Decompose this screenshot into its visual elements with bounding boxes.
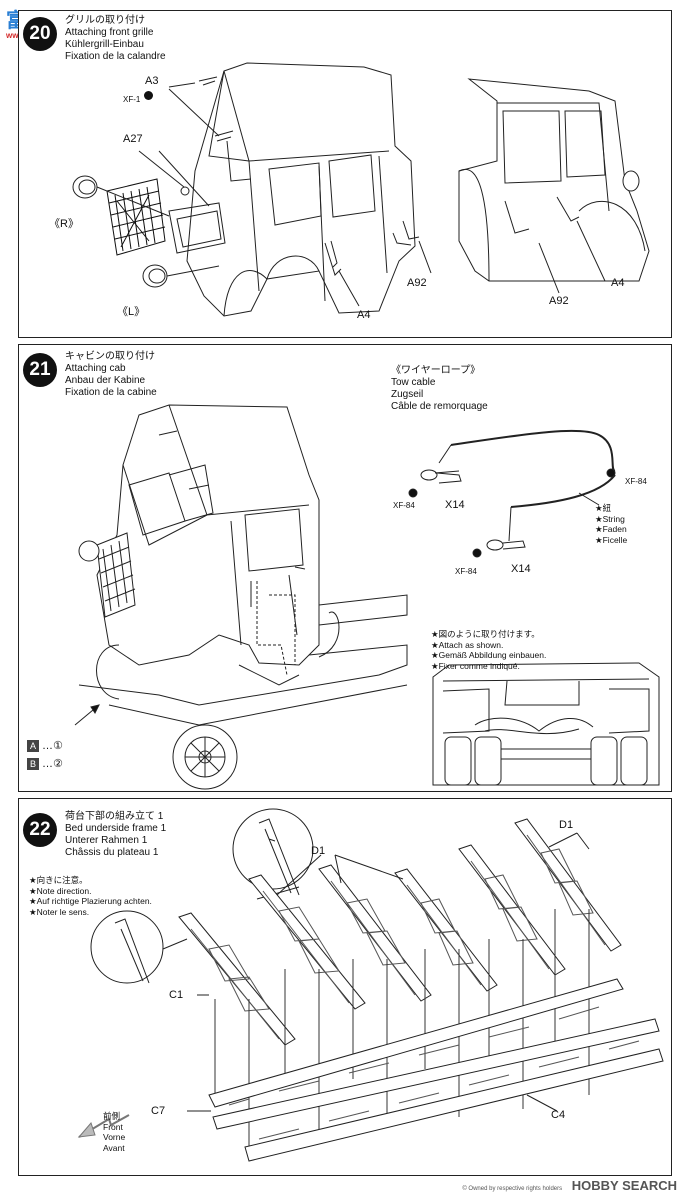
- tow-cable-ja: 《ワイヤーロープ》: [391, 365, 481, 376]
- direction-note: ★向きに注意。 ★Note direction. ★Auf richtige P…: [29, 875, 152, 917]
- ref-b-text: …②: [42, 758, 63, 770]
- label-x14-b: X14: [511, 563, 531, 575]
- front-fr: Avant: [103, 1142, 125, 1153]
- label-a92-right: A92: [549, 295, 569, 307]
- front-ja: 前側: [103, 1111, 121, 1121]
- string-en: ★String: [595, 513, 625, 524]
- ref-a-box: A: [27, 739, 39, 752]
- label-c1: C1: [169, 989, 184, 1001]
- label-x14-a: X14: [445, 499, 465, 511]
- label-right-side: 《R》: [49, 218, 79, 230]
- attach-en: ★Attach as shown.: [431, 639, 504, 650]
- tow-cable-heading: 《ワイヤーロープ》 Tow cable Zugseil Câble de rem…: [391, 365, 488, 413]
- watermark-footer: © Owned by respective rights holders HOB…: [462, 1178, 677, 1193]
- label-a92-left: A92: [407, 277, 427, 289]
- front-en: Front: [103, 1121, 123, 1132]
- label-xf84-c: XF-84: [625, 477, 647, 486]
- attach-de: ★Gemäß Abbildung einbauen.: [431, 650, 547, 660]
- step-22-titles: 荷台下部の組み立て 1 Bed underside frame 1 Untere…: [65, 811, 166, 859]
- title-fr: Fixation de la cabine: [65, 387, 157, 398]
- watermark-brand: HOBBY SEARCH: [571, 1178, 677, 1193]
- step-21-titles: キャビンの取り付け Attaching cab Anbau der Kabine…: [65, 351, 157, 399]
- direction-ja: ★向きに注意。: [29, 875, 88, 885]
- label-xf1: XF-1: [123, 95, 141, 104]
- paint-dot-icon: [144, 91, 153, 100]
- step-20-panel: 20 グリルの取り付け Attaching front grille Kühle…: [18, 10, 672, 338]
- step-number-badge: 21: [23, 353, 57, 387]
- ref-a: A …①: [27, 739, 63, 752]
- title-ja: グリルの取り付け: [65, 15, 145, 26]
- ref-a-text: …①: [42, 740, 63, 752]
- title-de: Kühlergrill-Einbau: [65, 39, 144, 50]
- title-de: Anbau der Kabine: [65, 375, 146, 386]
- tow-cable-de: Zugseil: [391, 389, 424, 400]
- attach-as-shown-note: ★図のように取り付けます。 ★Attach as shown. ★Gemäß A…: [431, 629, 546, 671]
- label-c7: C7: [151, 1105, 166, 1117]
- title-de: Unterer Rahmen 1: [65, 835, 148, 846]
- attach-ja: ★図のように取り付けます。: [431, 629, 540, 639]
- tow-cable-fr: Câble de remorquage: [391, 401, 488, 412]
- string-ja: ★紐: [595, 503, 612, 513]
- title-en: Attaching front grille: [65, 27, 154, 38]
- string-fr: ★Ficelle: [595, 534, 628, 545]
- bed-frame-diagram: [77, 808, 664, 1162]
- watermark-copyright: © Owned by respective rights holders: [462, 1186, 563, 1192]
- step-number-badge: 20: [23, 17, 57, 51]
- title-fr: Châssis du plateau 1: [65, 847, 159, 858]
- label-xf84-b: XF-84: [455, 567, 477, 576]
- step-21-panel: 21 キャビンの取り付け Attaching cab Anbau der Kab…: [18, 344, 672, 792]
- string-note: ★紐 ★String ★Faden ★Ficelle: [595, 503, 627, 545]
- label-d1-left: D1: [311, 845, 326, 857]
- string-de: ★Faden: [595, 524, 627, 534]
- front-direction-label: 前側 Front Vorne Avant: [103, 1111, 125, 1153]
- label-a4-left: A4: [357, 309, 371, 321]
- step-20-titles: グリルの取り付け Attaching front grille Kühlergr…: [65, 15, 166, 63]
- step-22-panel: 22 荷台下部の組み立て 1 Bed underside frame 1 Unt…: [18, 798, 672, 1176]
- direction-fr: ★Noter le sens.: [29, 906, 90, 917]
- label-a27: A27: [123, 133, 143, 145]
- label-d1-right: D1: [559, 819, 574, 831]
- cab-grille-diagram: [72, 62, 650, 317]
- direction-de: ★Auf richtige Plazierung achten.: [29, 896, 152, 906]
- label-c4: C4: [551, 1109, 566, 1121]
- label-a4-right: A4: [611, 277, 625, 289]
- title-en: Bed underside frame 1: [65, 823, 167, 834]
- cab-attach-diagram: [74, 404, 660, 790]
- title-ja: キャビンの取り付け: [65, 351, 155, 362]
- tow-cable-en: Tow cable: [391, 377, 436, 388]
- direction-en: ★Note direction.: [29, 885, 92, 896]
- label-xf84-a: XF-84: [393, 501, 415, 510]
- label-a3: A3: [145, 75, 159, 87]
- attach-fr: ★Fixer comme indiqué.: [431, 660, 520, 671]
- title-fr: Fixation de la calandre: [65, 51, 166, 62]
- ref-b-box: B: [27, 757, 39, 770]
- label-left-side: 《L》: [117, 306, 146, 318]
- step-number-badge: 22: [23, 813, 57, 847]
- title-ja: 荷台下部の組み立て 1: [65, 811, 164, 822]
- front-de: Vorne: [103, 1132, 126, 1142]
- title-en: Attaching cab: [65, 363, 126, 374]
- ref-b: B …②: [27, 757, 63, 770]
